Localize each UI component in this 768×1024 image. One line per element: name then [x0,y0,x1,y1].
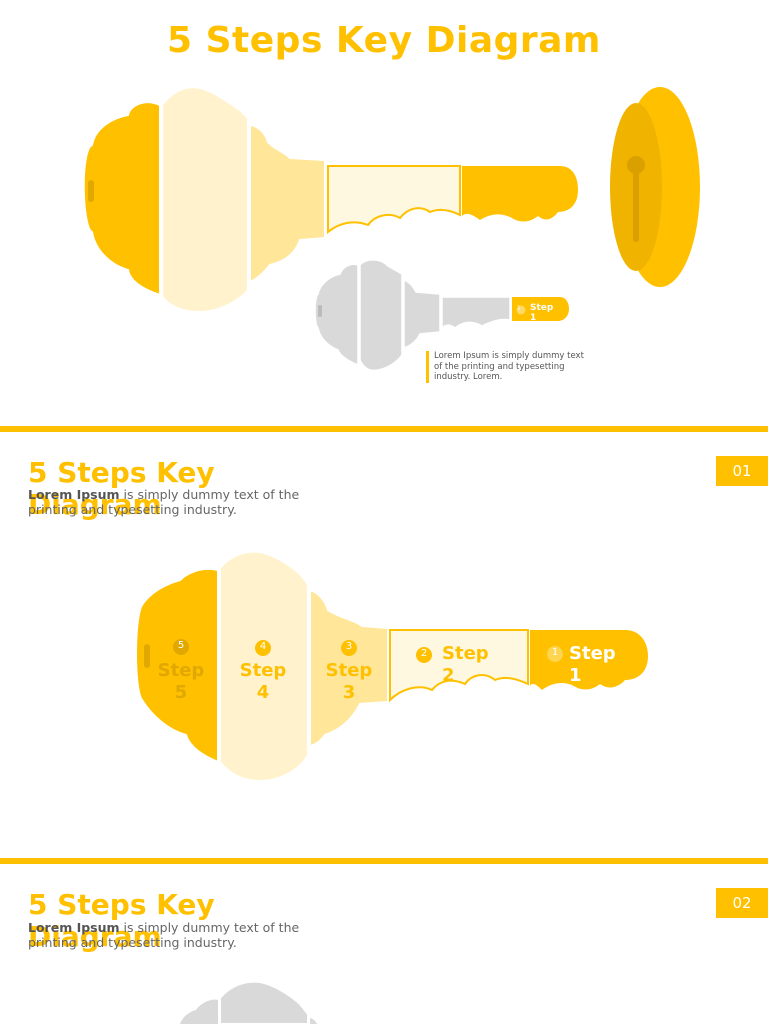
slide-2-number: 02 [716,888,768,918]
slide-1-desc-rest: is simply dummy text of the printing and… [28,487,300,517]
big-key [82,86,578,314]
lock-illustration [610,87,700,287]
slide-1-desc-bold: Lorem Ipsum [28,487,120,502]
big-key-hole [88,180,94,202]
slide-2-title: 5 Steps Key Diagram [28,888,215,953]
thumbnail-step-badge: 1 [517,305,521,312]
step-3-badge: 3 [345,641,353,652]
big-key-head-segment-4 [161,86,249,314]
thumbnail-key [314,259,569,372]
hero-key-illustration [82,86,700,372]
slide-1-title: 5 Steps Key Diagram [28,456,215,521]
big-key-head-segment-3 [249,123,326,284]
slide-divider [0,858,768,864]
step-5-badge: 5 [177,640,185,651]
big-key-head-segment-5 [82,101,161,297]
slide-1-description: Lorem Ipsum is simply dummy text of the … [28,487,318,517]
thumbnail-step-badge-icon [516,305,526,315]
step-1-badge: 1 [551,647,559,658]
big-key-shaft-segment-1 [462,166,578,222]
thumbnail-note: Lorem Ipsum is simply dummy text of the … [426,351,594,383]
slide-2-key-segment [310,1018,317,1024]
step-2-badge: 2 [420,648,428,659]
step-4-badge: 4 [259,641,267,652]
slide-2-key-segment [219,980,309,1024]
big-key-shaft-segment-2 [327,165,461,235]
slide-2-description: Lorem Ipsum is simply dummy text of the … [28,920,318,950]
slide-divider [0,426,768,432]
slide-2-desc-bold: Lorem Ipsum [28,920,120,935]
page-title: 5 Steps Key Diagram [167,20,601,61]
slide-1-number: 01 [716,456,768,486]
slide-2-key-segment [180,999,218,1024]
slide-2-desc-rest: is simply dummy text of the printing and… [28,920,300,950]
